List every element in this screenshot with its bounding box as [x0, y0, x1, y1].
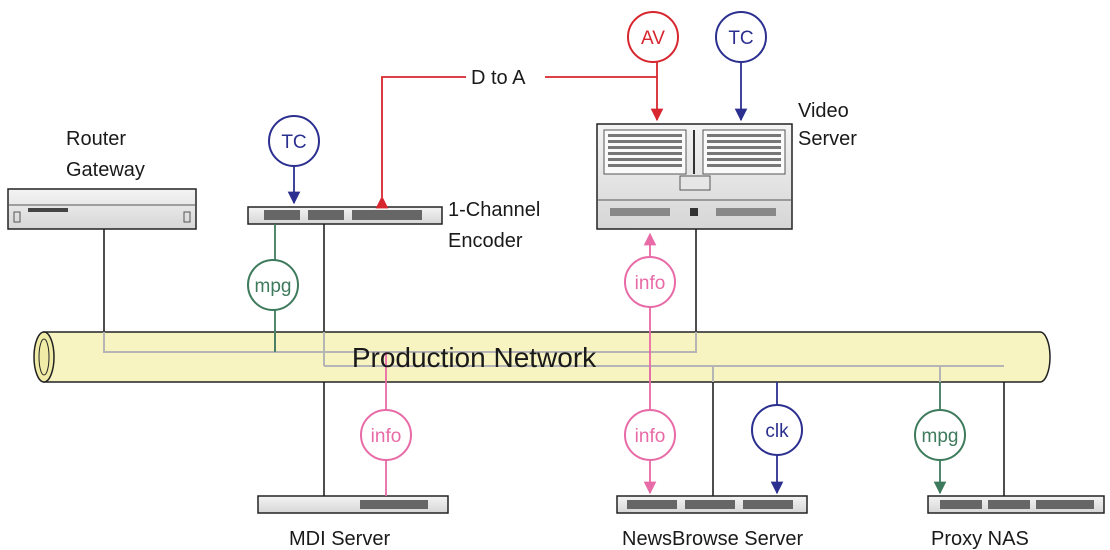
svg-text:mpg: mpg — [255, 276, 292, 297]
clk-badge: clk — [751, 404, 803, 456]
encoder-device[interactable] — [247, 206, 443, 225]
av-badge: AV — [627, 11, 679, 63]
svg-text:AV: AV — [641, 28, 665, 49]
tc-encoder-badge: TC — [268, 115, 320, 167]
d-to-a-path — [375, 76, 657, 209]
video-server-label-line1: Video — [798, 100, 849, 122]
mpg-encoder-badge: mpg — [247, 259, 299, 311]
router-gateway-device[interactable] — [7, 188, 197, 230]
d-to-a-label: D to A — [471, 67, 526, 89]
mdi-server-device[interactable] — [257, 495, 449, 514]
svg-text:info: info — [371, 426, 402, 447]
encoder-label-line1: 1-Channel — [448, 199, 540, 221]
info-video-badge: info — [624, 256, 676, 308]
proxy-nas-device[interactable] — [927, 495, 1105, 514]
ethernet-links — [103, 224, 1005, 496]
tc-video-badge: TC — [715, 11, 767, 63]
router-gateway-label-line1: Router — [66, 128, 126, 150]
mpg-proxy-badge: mpg — [914, 409, 966, 461]
svg-text:TC: TC — [728, 28, 753, 49]
info-mdi-badge: info — [360, 409, 412, 461]
network-title: Production Network — [352, 342, 597, 373]
svg-text:info: info — [635, 426, 666, 447]
newsbrowse-server-label: NewsBrowse Server — [622, 528, 804, 550]
mdi-server-label: MDI Server — [289, 528, 390, 550]
svg-text:mpg: mpg — [922, 426, 959, 447]
svg-text:info: info — [635, 273, 666, 294]
production-network-bus — [33, 331, 1051, 383]
video-server-device[interactable] — [596, 123, 793, 230]
proxy-nas-label: Proxy NAS — [931, 528, 1029, 550]
info-newsbrowse-badge: info — [624, 409, 676, 461]
encoder-label-line2: Encoder — [448, 230, 523, 252]
newsbrowse-server-device[interactable] — [616, 495, 808, 514]
router-gateway-label-line2: Gateway — [66, 159, 145, 181]
video-server-label-line2: Server — [798, 128, 857, 150]
svg-text:TC: TC — [281, 132, 306, 153]
svg-text:clk: clk — [765, 421, 789, 442]
